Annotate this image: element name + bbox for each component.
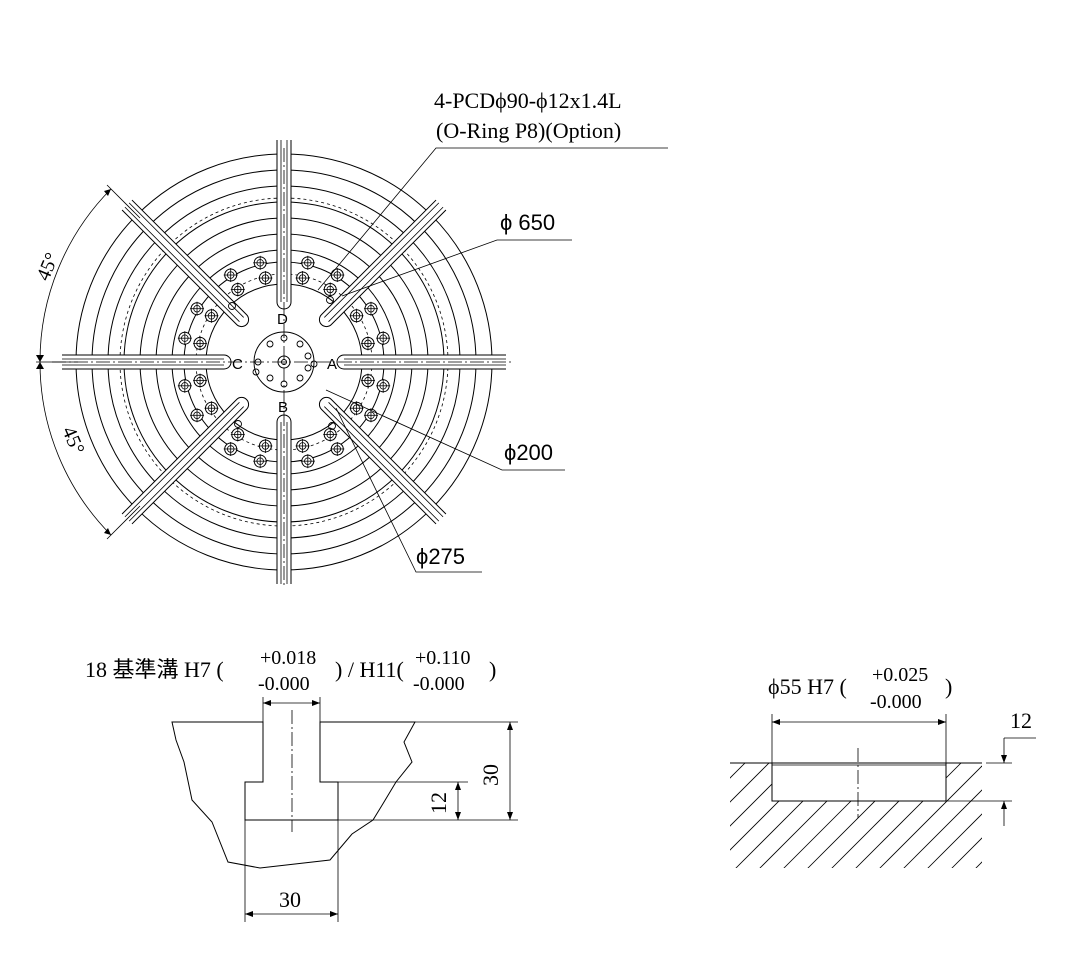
slot-outline: [121, 397, 249, 525]
callout-line2: (O-Ring P8)(Option): [436, 118, 621, 143]
t-slots: [62, 140, 506, 584]
bolt-holes: [177, 255, 391, 469]
bore-recess: [771, 762, 947, 802]
hub-hole: [252, 368, 260, 376]
hatch-line: [532, 750, 662, 880]
slot-inner-line: [328, 402, 444, 518]
slot: [121, 397, 249, 525]
slot: [319, 199, 447, 327]
hatch-line: [1036, 750, 1085, 880]
bore-tol-upper: +0.025: [872, 664, 928, 686]
hatch-line: [730, 763, 770, 803]
hub-hole: [280, 334, 288, 342]
slot-tol-h7-lower: -0.000: [258, 673, 310, 695]
bore-depth-label: 12: [1010, 708, 1032, 733]
slot-inner-line: [124, 402, 240, 518]
hub-hole: [280, 380, 288, 388]
slot-inner-line: [324, 202, 440, 318]
dia-275-label: ϕ275: [416, 544, 465, 569]
slot: [276, 414, 292, 584]
slot: [121, 199, 249, 327]
hub-hole: [296, 374, 304, 382]
rotary-table-top-view: A B C D 45° 45° 4-PCDϕ90-ϕ12x1.4L (O-Rin…: [32, 88, 668, 585]
center-lines: [52, 148, 512, 585]
hatch-line: [903, 789, 982, 868]
dia-200-callout: ϕ200: [325, 389, 565, 471]
label-a: A: [327, 356, 337, 373]
hatch-line: [730, 763, 746, 779]
label-c: C: [232, 356, 243, 373]
hatch-line: [855, 763, 962, 868]
slot-section-view: 18 基準溝 H7 ( +0.018 -0.000 ) / H11( +0.11…: [85, 647, 518, 922]
dia-200-label: ϕ200: [504, 440, 553, 465]
hatch-line: [879, 765, 982, 868]
slot-inner-line: [124, 206, 240, 322]
slot-width-label: 30: [279, 887, 301, 912]
hub-hole: [266, 374, 274, 382]
hatch-line: [1060, 750, 1085, 880]
slot-inner-line: [128, 406, 244, 522]
hatch-line: [484, 750, 614, 880]
bore-title-main: ϕ55 H7 (: [768, 674, 847, 699]
dia-650-callout: ϕ 650: [341, 210, 572, 297]
slot-inner-line: [324, 406, 440, 522]
hatch-line: [580, 750, 710, 880]
hatch-line: [1012, 750, 1085, 880]
label-d: D: [277, 311, 288, 328]
bore-section-view: ϕ55 H7 ( +0.025 -0.000 ) 12: [484, 664, 1085, 880]
slot-inner-line: [128, 202, 244, 318]
hatch-line: [951, 837, 982, 868]
hub-hole: [254, 358, 262, 366]
pin-hole: [326, 296, 334, 304]
slot-tol-h11-upper: +0.110: [415, 647, 471, 669]
hatch-line: [604, 750, 734, 880]
dia-650-label: ϕ 650: [500, 210, 555, 235]
slot-title-mid: ) / H11(: [335, 657, 404, 682]
hatch-line: [988, 750, 1085, 880]
hub-hole: [304, 352, 312, 360]
slot-inner-line: [328, 206, 444, 322]
slot-tol-h7-upper: +0.018: [260, 647, 316, 669]
hub-hole: [266, 340, 274, 348]
hub-hole: [310, 360, 318, 368]
slot-title-main: 18 基準溝 H7 (: [85, 657, 224, 682]
slot-tol-h11-lower: -0.000: [413, 673, 465, 695]
hatch-line: [508, 750, 638, 880]
slot-title-end: ): [489, 657, 496, 682]
angle-lower-label: 45°: [57, 423, 88, 457]
oring-callout: 4-PCDϕ90-ϕ12x1.4L (O-Ring P8)(Option): [317, 88, 668, 291]
hub-hole: [296, 340, 304, 348]
dia-275-callout: ϕ275: [335, 407, 482, 573]
hatch-line: [556, 750, 686, 880]
slot-depth-label: 12: [426, 792, 451, 814]
slot-outline: [319, 397, 447, 525]
angle-upper-label: 45°: [32, 250, 63, 284]
hatch-line: [927, 813, 982, 868]
label-b: B: [278, 399, 288, 416]
slot-outline: [121, 199, 249, 327]
hub-hole: [304, 364, 312, 372]
hatch-line: [975, 861, 982, 868]
slot-profile: [171, 721, 416, 869]
slot-outline: [319, 199, 447, 327]
slot-height-label: 30: [478, 764, 503, 786]
pin-hole: [234, 420, 242, 428]
pin-hole: [228, 302, 236, 310]
bore-tol-lower: -0.000: [870, 691, 922, 713]
pin-hole: [328, 422, 336, 430]
bore-title-end: ): [945, 674, 952, 699]
slot: [319, 397, 447, 525]
callout-line1: 4-PCDϕ90-ϕ12x1.4L: [434, 88, 622, 113]
